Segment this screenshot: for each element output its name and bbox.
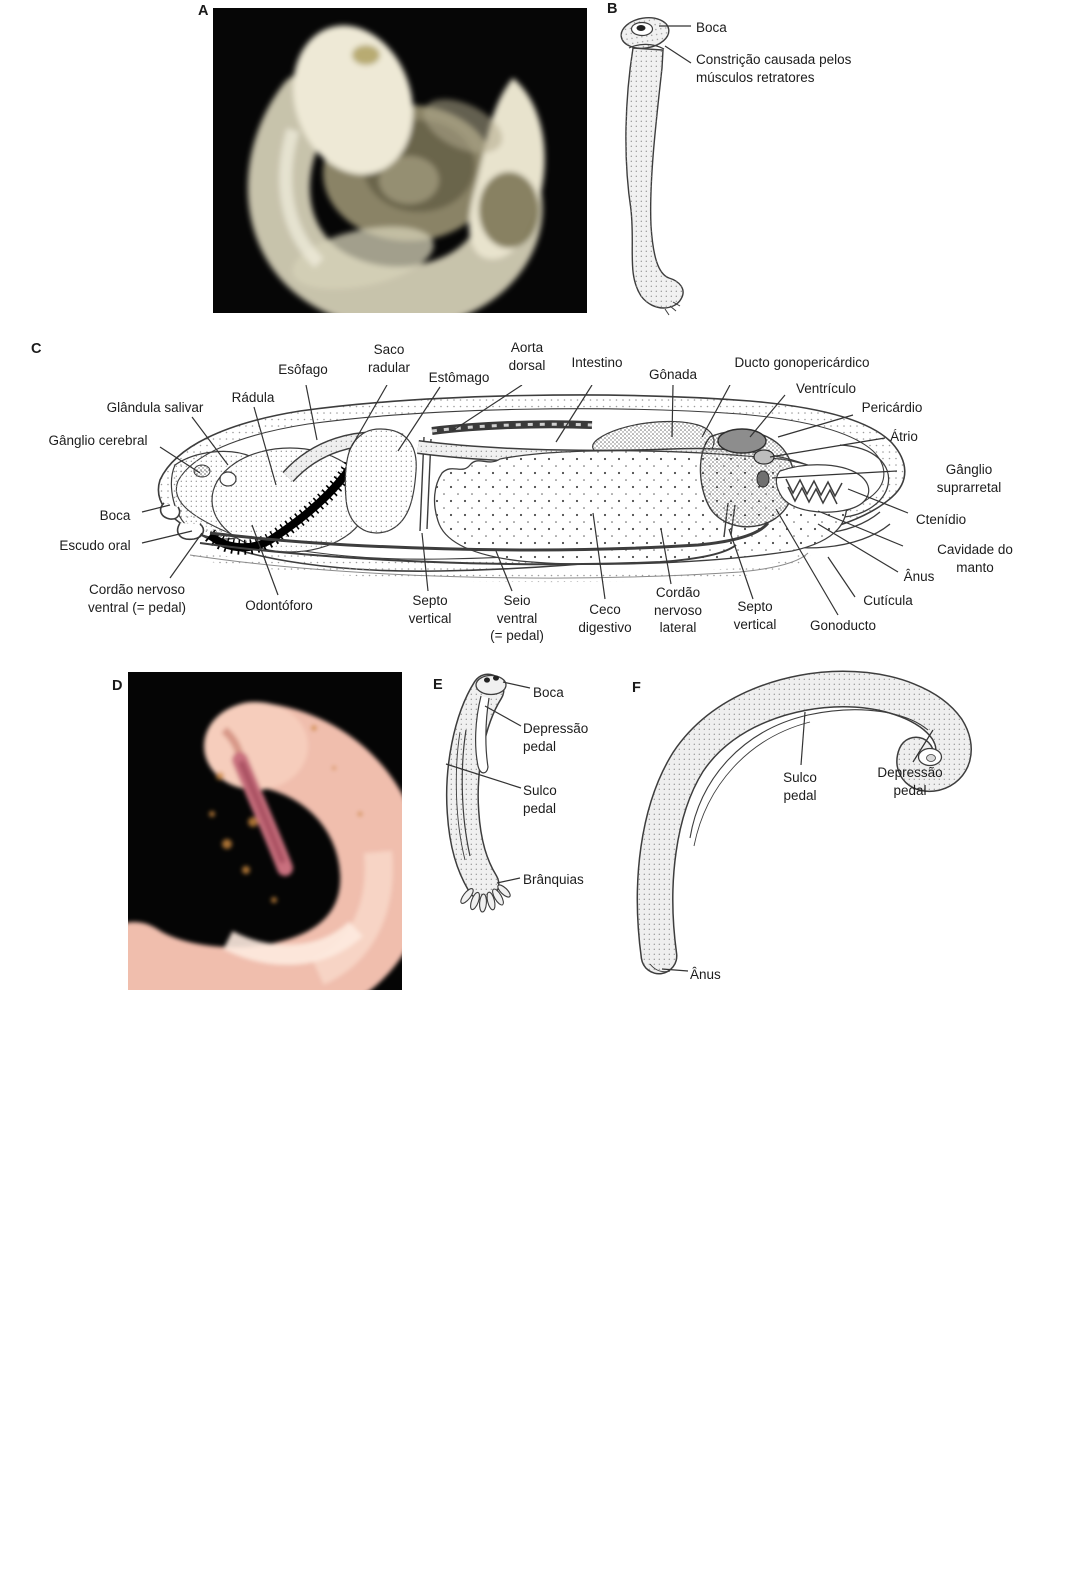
label-f-sulco-pedal: Sulco pedal: [783, 770, 817, 803]
panel-e-letter: E: [433, 677, 443, 693]
label-c-escudo-oral: Escudo oral: [59, 538, 131, 553]
label-b-constricao: Constrição causada pelos músculos retrat…: [696, 52, 852, 85]
curled-mollusk-art: [247, 25, 545, 313]
speckles: [209, 725, 363, 903]
leader-lines: [445, 681, 531, 884]
panel-e-illustration: [445, 673, 531, 913]
label-c-ducto-gonopericardico: Ducto gonopericárdico: [734, 355, 870, 370]
pedal-groove-line: [461, 729, 471, 857]
panel-c-letter: C: [31, 341, 42, 357]
pedal-pit-loop: [475, 695, 490, 774]
label-c-boca: Boca: [99, 508, 131, 523]
label-c-odontoforo: Odontóforo: [245, 598, 313, 613]
worm-body: [445, 673, 511, 913]
label-c-cordao-nervoso-lateral: Cordão nervoso lateral: [653, 585, 703, 635]
label-f-anus: Ânus: [690, 967, 721, 982]
label-c-estomago: Estômago: [428, 370, 490, 385]
pink-worm-art: [128, 702, 402, 990]
label-c-ganglio-suprarretal: Gânglio suprarretal: [936, 462, 1002, 495]
label-c-ganglio-cerebral: Gânglio cerebral: [48, 433, 148, 448]
mouth: [159, 502, 181, 520]
atrium: [753, 449, 775, 465]
label-c-septo-vertical-esquerdo: Septo vertical: [408, 593, 452, 626]
neck-constriction: [628, 43, 665, 50]
label-c-cavidade-do-manto: Cavidade do manto: [937, 542, 1013, 575]
label-e-branquias: Brânquias: [523, 872, 584, 887]
gills: [460, 884, 511, 913]
label-c-ctenidio: Ctenídio: [915, 512, 967, 527]
mouth-spot: [493, 675, 499, 681]
panel-c-illustration: [141, 385, 909, 616]
label-c-seio-ventral: Seio ventral (= pedal): [490, 593, 544, 643]
panel-b-letter: B: [607, 1, 618, 17]
label-c-septo-vertical-direito: Septo vertical: [733, 599, 777, 632]
leader-lines: [661, 711, 934, 972]
panel-a-photo: [213, 8, 587, 313]
anus-tip: [649, 963, 671, 973]
nerve-cords: [189, 521, 811, 583]
pericardial-complex: [699, 428, 795, 528]
label-e-boca: Boca: [533, 685, 564, 700]
panel-a-letter: A: [198, 3, 209, 19]
label-c-cordao-nervoso-ventral: Cordão nervoso ventral (= pedal): [88, 582, 186, 615]
label-e-sulco-pedal: Sulco pedal: [523, 783, 557, 816]
pedal-groove-line: [689, 709, 929, 839]
label-c-gonoducto: Gonoducto: [809, 618, 877, 633]
dorsal-aorta: [431, 420, 593, 435]
label-e-depressao-pedal: Depressão pedal: [523, 721, 589, 754]
label-c-radula: Rádula: [231, 390, 275, 405]
stomach: [344, 428, 417, 534]
panel-b-illustration: [620, 17, 692, 316]
label-c-pericardio: Pericárdio: [861, 400, 923, 415]
head: [475, 674, 507, 696]
label-c-ceco-digestivo: Ceco digestivo: [578, 602, 632, 635]
head-region: [159, 447, 369, 553]
foot-fray: [664, 301, 681, 316]
label-f-depressao-pedal: Depressão pedal: [877, 765, 943, 798]
panel-d-photo: [128, 672, 402, 990]
label-c-anus: Ânus: [903, 569, 935, 584]
label-c-cuticula: Cutícula: [863, 593, 913, 608]
label-b-boca: Boca: [696, 20, 727, 35]
label-c-esofago: Esôfago: [278, 362, 328, 377]
odontophore-mass: [212, 448, 368, 552]
leader-lines: [141, 385, 909, 616]
ventricle: [717, 428, 767, 454]
label-c-aorta-dorsal: Aorta dorsal: [508, 340, 546, 373]
salivary-gland: [219, 471, 237, 487]
panel-d-letter: D: [112, 678, 123, 694]
suprarectal-ganglion: [756, 470, 770, 488]
label-c-saco-radular: Saco radular: [367, 342, 411, 375]
label-c-ventriculo: Ventrículo: [795, 381, 857, 396]
label-c-intestino: Intestino: [571, 355, 623, 370]
panel-f-letter: F: [632, 680, 641, 696]
cerebral-ganglion: [193, 464, 211, 478]
label-c-glandula-salivar: Glândula salivar: [106, 400, 204, 415]
leader-lines: [659, 25, 692, 64]
label-c-gonada: Gônada: [648, 367, 698, 382]
worm-body: [620, 17, 684, 316]
label-c-atrio: Átrio: [890, 429, 918, 444]
mouth-spot: [484, 677, 490, 683]
worm-body: [636, 670, 972, 975]
panel-f-illustration: [636, 670, 972, 975]
